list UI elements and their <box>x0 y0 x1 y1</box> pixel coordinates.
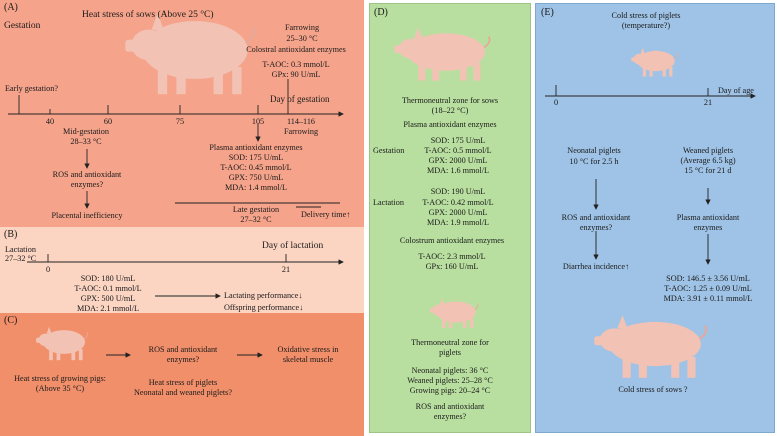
panel-b-label: (B) <box>4 229 18 240</box>
weaned-temp-d: Weaned piglets: 25–28 °C <box>407 376 493 385</box>
plasma-sod-a: SOD: 175 U/mL <box>228 153 284 162</box>
tick-114-116: 114–116 <box>286 117 316 126</box>
neonatal-cold-e: 10 °C for 2.5 h <box>569 157 619 166</box>
day-of-gestation-label: Day of gestation <box>270 94 330 104</box>
offspring-performance: Offspring performance↓ <box>224 303 304 312</box>
tick-0-e: 0 <box>553 98 559 107</box>
panel-e-label: (E) <box>541 7 554 18</box>
gpx-b: GPX: 500 U/mL <box>80 294 136 303</box>
lactation-label-d: Lactation <box>373 198 404 207</box>
colostral-gpx: GPx: 90 U/mL <box>271 70 321 79</box>
plasma-enzymes-d: Plasma antioxidant enzymes <box>403 120 497 129</box>
neonatal-piglets-e: Neonatal piglets <box>567 146 621 155</box>
ros-question-e: ROS and antioxidant <box>561 213 631 222</box>
ros-question-e-2: enzymes? <box>579 223 613 232</box>
ros-question-d: ROS and antioxidant <box>415 402 485 411</box>
taoc-gestation-d: T-AOC: 0.5 mmol/L <box>424 146 492 155</box>
diarrhea-incidence: Diarrhea incidence↑ <box>562 262 630 271</box>
sod-e: SOD: 146.5 ± 3.56 U/mL <box>666 274 750 283</box>
tick-40: 40 <box>45 117 55 126</box>
day-of-age-label: Day of age <box>718 86 754 95</box>
ros-question-a-2: enzymes? <box>70 180 104 189</box>
lactating-performance: Lactating performance↓ <box>224 291 303 300</box>
mda-e: MDA: 3.91 ± 0.11 mmol/L <box>663 294 753 303</box>
weaned-cold-e: 15 °C for 21 d <box>684 166 732 175</box>
sod-lactation-d: SOD: 190 U/mL <box>430 187 486 196</box>
ros-question-a: ROS and antioxidant <box>52 170 122 179</box>
heat-stress-piglets-2: Neonatal and weaned piglets? <box>134 388 232 397</box>
colostral-enzymes-title: Colostral antioxidant enzymes <box>246 45 346 54</box>
mda-lactation-d: MDA: 1.9 mmol/L <box>426 218 490 227</box>
gpx-gestation-d: GPX: 2000 U/mL <box>428 156 488 165</box>
gestation-label-d: Gestation <box>373 146 405 155</box>
plasma-enzymes-e-2: enzymes <box>693 223 723 232</box>
panel-d-label: (D) <box>374 7 388 18</box>
cold-stress-sows: Cold stress of sows ? <box>618 385 688 394</box>
mid-gestation-temp: 28–33 °C <box>70 137 102 146</box>
colostrum-taoc: T-AOC: 2.3 mmol/L <box>418 252 486 261</box>
farrowing-top-label: Farrowing <box>284 23 320 32</box>
growing-pigs-heat: Heat stress of growing pigs: <box>14 374 106 383</box>
farrowing-bottom-label: Farrowing <box>283 127 319 136</box>
thermo-sows: Thermoneutral zone for sows <box>401 96 499 105</box>
day-of-lactation-label: Day of lactation <box>262 241 324 251</box>
thermo-piglets-2: piglets <box>439 348 461 357</box>
ros-question-c-2: enzymes? <box>166 355 200 364</box>
taoc-lactation-d: T-AOC: 0.42 mmol/L <box>422 198 494 207</box>
farrowing-top-temp: 25–30 °C <box>286 34 318 43</box>
tick-75: 75 <box>175 117 185 126</box>
tick-21-b: 21 <box>281 265 291 274</box>
sod-gestation-d: SOD: 175 U/mL <box>430 136 486 145</box>
weaned-weight-e: (Average 6.5 kg) <box>680 156 736 165</box>
ros-question-d-2: enzymes? <box>433 412 467 421</box>
mid-gestation-label: Mid-gestation <box>63 127 109 136</box>
plasma-gpx-a: GPX: 750 U/mL <box>228 173 284 182</box>
tick-21-e: 21 <box>703 98 713 107</box>
taoc-b: T-AOC: 0.1 mmol/L <box>74 284 142 293</box>
plasma-taoc-a: T-AOC: 0.45 mmol/L <box>220 163 292 172</box>
gpx-lactation-d: GPX: 2000 U/mL <box>428 208 488 217</box>
panel-a-label: (A) <box>4 2 18 13</box>
thermo-sows-temp: (18–22 °C) <box>431 106 469 115</box>
sod-b: SOD: 180 U/mL <box>80 274 136 283</box>
cold-stress-piglets-temp: (temperature?) <box>621 21 671 30</box>
oxidative-stress-2: skeletal muscle <box>282 355 334 364</box>
tick-105: 105 <box>251 117 265 126</box>
colostral-taoc: T-AOC: 0.3 mmol/L <box>262 60 330 69</box>
neonatal-temp-d: Neonatal piglets: 36 °C <box>411 366 489 375</box>
mda-gestation-d: MDA: 1.6 mmol/L <box>426 166 490 175</box>
plasma-enzymes-e: Plasma antioxidant <box>676 213 740 222</box>
growing-pigs-temp: (Above 35 °C) <box>35 384 85 393</box>
gestation-label: Gestation <box>4 21 41 31</box>
thermo-piglets: Thermoneutral zone for <box>411 338 489 347</box>
panel-b <box>0 227 364 313</box>
tick-0-b: 0 <box>45 265 51 274</box>
growing-temp-d: Growing pigs: 20–24 °C <box>409 386 491 395</box>
placental-inefficiency: Placental inefficiency <box>51 211 123 220</box>
lactation-temp: 27–32 °C <box>5 254 37 263</box>
lactation-label: Lactation <box>5 245 36 254</box>
panel-c-label: (C) <box>4 315 18 326</box>
mda-b: MDA: 2.1 mmol/L <box>76 304 140 313</box>
ros-question-c: ROS and antioxidant <box>148 345 218 354</box>
colostrum-gpx: GPx: 160 U/mL <box>425 262 479 271</box>
plasma-mda-a: MDA: 1.4 mmol/L <box>224 183 288 192</box>
early-gestation-label: Early gestation? <box>5 84 58 93</box>
panel-a-title: Heat stress of sows (Above 25 °C) <box>82 10 214 20</box>
colostrum-enzymes: Colostrum antioxidant enzymes <box>399 236 505 245</box>
late-gestation-temp: 27–32 °C <box>240 215 272 224</box>
oxidative-stress: Oxidative stress in <box>277 345 339 354</box>
heat-stress-piglets: Heat stress of piglets <box>148 378 218 387</box>
weaned-piglets-e: Weaned piglets <box>682 146 734 155</box>
taoc-e: T-AOC: 1.25 ± 0.09 U/mL <box>664 284 752 293</box>
plasma-enzymes-title-a: Plasma antioxidant enzymes <box>209 143 303 152</box>
cold-stress-piglets: Cold stress of piglets <box>611 11 681 20</box>
tick-60: 60 <box>103 117 113 126</box>
delivery-time: Delivery time↑ <box>301 210 351 219</box>
late-gestation-label: Late gestation <box>232 205 280 214</box>
